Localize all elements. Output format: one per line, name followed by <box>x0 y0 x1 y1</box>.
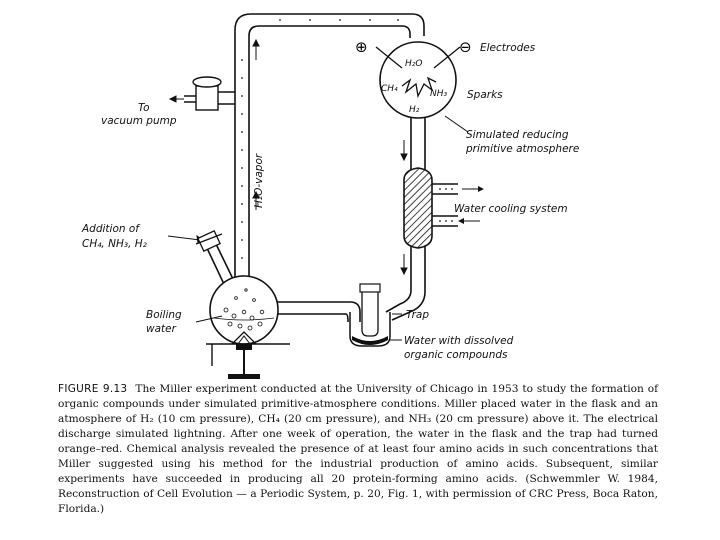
boiling-flask <box>195 229 290 379</box>
gas-nh3-label: NH₃ <box>430 89 448 99</box>
water-label-line1: Water with dissolved <box>404 335 514 347</box>
caption-text: The Miller experiment conducted at the U… <box>58 383 658 515</box>
trap <box>349 283 391 347</box>
boiling-label-line2: water <box>146 323 177 335</box>
electrodes-label: Electrodes <box>480 42 536 54</box>
spark-chamber <box>375 41 461 119</box>
reducing-label-line1: Simulated reducing <box>466 129 569 141</box>
vapor-label: H₂O-vapor <box>253 153 265 208</box>
vacuum-label-line1: To <box>138 102 150 114</box>
gas-h2-label: H₂ <box>409 105 420 115</box>
reducing-label-line2: primitive atmosphere <box>465 143 579 155</box>
boiling-label-line1: Boiling <box>146 309 182 321</box>
gas-h2o-label: H₂O <box>405 59 422 69</box>
trap-label: Trap <box>406 309 429 321</box>
addition-label-line1: Addition of <box>81 223 141 235</box>
figure-number: FIGURE 9.13 <box>58 383 128 395</box>
electrode-plus-icon: ⊕ <box>355 38 368 56</box>
electrode-minus-icon: ⊖ <box>459 38 472 56</box>
water-condenser <box>403 167 484 249</box>
water-label-line2: organic compounds <box>404 349 508 361</box>
vacuum-label-line2: vacuum pump <box>101 115 177 127</box>
miller-apparatus-diagram: ⊕ ⊖ Electrodes H₂O CH₄ NH₃ H₂ Sparks Sim… <box>81 13 579 379</box>
sparks-label: Sparks <box>467 89 503 101</box>
reducing-pointer <box>444 115 469 133</box>
addition-label-line2: CH₄, NH₃, H₂ <box>82 238 148 250</box>
cooling-label: Water cooling system <box>454 203 568 215</box>
gas-ch4-label: CH₄ <box>381 84 398 94</box>
